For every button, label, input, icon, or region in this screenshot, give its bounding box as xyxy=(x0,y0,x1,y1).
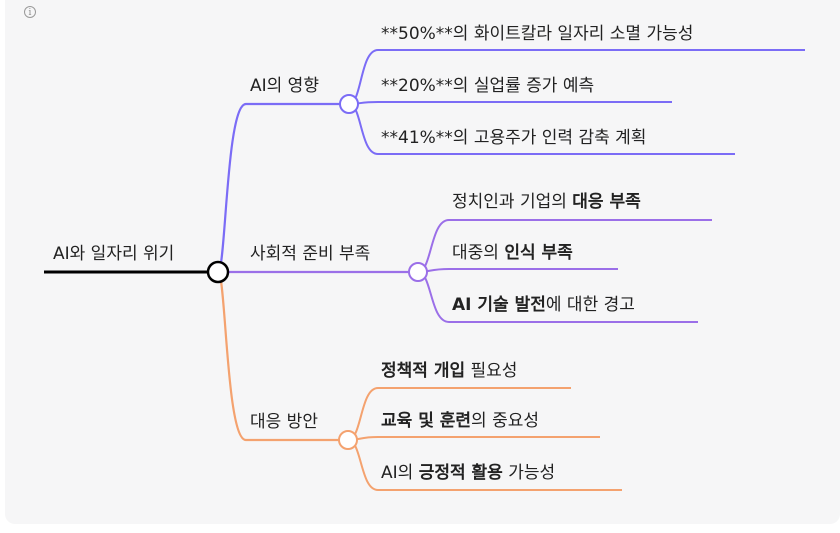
leaf-connector xyxy=(417,268,618,273)
branch-social-unpreparedness: 사회적 준비 부족 정치인과 기업의 대응 부족 대중의 인식 부족 AI 기술… xyxy=(218,192,712,323)
branch-node-circle[interactable] xyxy=(339,94,359,114)
branch-countermeasures: 대응 방안 정책적 개입 필요성 교육 및 훈련의 중요성 AI의 긍정적 활용… xyxy=(216,270,622,491)
leaf-connector xyxy=(347,436,600,441)
info-icon[interactable]: i xyxy=(24,6,36,18)
branch-label: 사회적 준비 부족 xyxy=(250,244,370,264)
leaf-label: AI의 긍정적 활용 가능성 xyxy=(381,462,555,483)
leaf-label: 정책적 개입 필요성 xyxy=(381,361,517,381)
leaf-label: **41%**의 고용주가 인력 감축 계획 xyxy=(381,128,646,148)
branch-label: 대응 방안 xyxy=(250,412,318,432)
leaf-label: AI 기술 발전에 대한 경고 xyxy=(452,295,635,315)
branch-node-circle[interactable] xyxy=(338,430,358,450)
root-node: AI와 일자리 위기 xyxy=(44,244,218,274)
leaf-connector xyxy=(348,101,672,105)
root-node-circle[interactable] xyxy=(206,260,230,284)
branch-label: AI의 영향 xyxy=(250,76,319,96)
branch-node-circle[interactable] xyxy=(408,262,428,282)
leaf-label: **50%**의 화이트칼라 일자리 소멸 가능성 xyxy=(381,24,693,44)
leaf-label: 정치인과 기업의 대응 부족 xyxy=(452,192,641,212)
leaf-label: 교육 및 훈련의 중요성 xyxy=(381,410,539,431)
branch-ai-impact: AI의 영향 **50%**의 화이트칼라 일자리 소멸 가능성 **20%**… xyxy=(216,24,805,274)
leaf-label: 대중의 인식 부족 xyxy=(452,243,573,263)
root-label: AI와 일자리 위기 xyxy=(53,244,174,264)
leaf-label: **20%**의 실업률 증가 예측 xyxy=(381,76,594,96)
